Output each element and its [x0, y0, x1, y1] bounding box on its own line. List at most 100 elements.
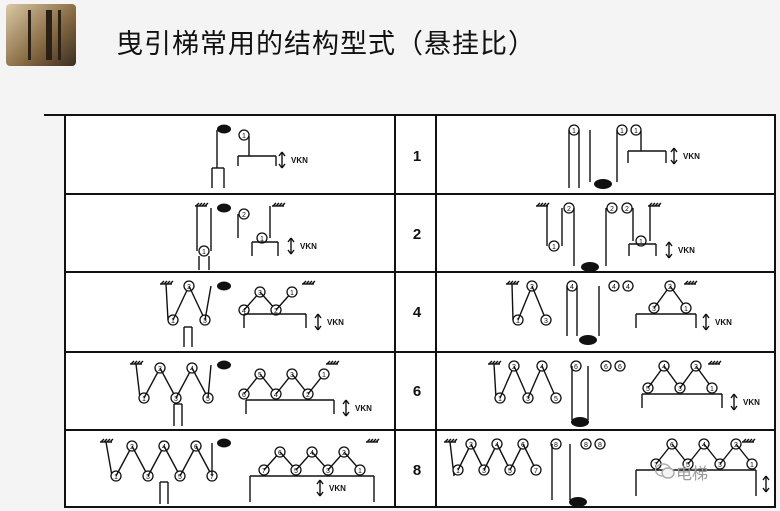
anchor-hatch — [711, 360, 716, 365]
sheave-number: 6 — [278, 450, 282, 457]
sheave-number: 3 — [203, 318, 207, 325]
anchor-hatch — [332, 360, 337, 365]
rope-line — [179, 445, 197, 477]
traction-sheave — [217, 438, 231, 448]
sheave-number: 1 — [202, 249, 206, 256]
anchor-hatch — [281, 202, 286, 207]
counterweight — [571, 417, 589, 427]
sheave-number: 5 — [554, 396, 558, 403]
anchor-hatch — [169, 280, 174, 285]
page-title: 曳引梯常用的结构型式（悬挂比） — [116, 29, 536, 60]
travel-arrow — [702, 313, 707, 319]
anchor-hatch — [372, 438, 377, 443]
sheave-number: 1 — [322, 372, 326, 379]
counterweight — [579, 335, 597, 345]
travel-arrow — [733, 393, 738, 399]
row-divider — [66, 429, 774, 431]
sheave-number: 2 — [242, 212, 246, 219]
sheave-number: 1 — [684, 306, 688, 313]
sheave-number: 1 — [260, 236, 264, 243]
anchor-hatch — [745, 438, 750, 443]
anchor-hatch — [335, 360, 340, 365]
sheave — [706, 382, 718, 394]
sheave-number: 1 — [498, 396, 502, 403]
rope-line — [195, 445, 213, 477]
sheave — [622, 280, 634, 292]
sheave — [548, 240, 560, 252]
anchor-hatch — [447, 438, 452, 443]
sheave-number: 2 — [274, 308, 278, 315]
sheave-number: 2 — [668, 284, 672, 291]
traction-sheave — [217, 124, 231, 134]
ratio-label-6: 6 — [412, 383, 422, 400]
travel-arrow — [765, 487, 770, 493]
rope-line — [163, 445, 181, 477]
travel-arrow — [317, 325, 322, 331]
travel-arrow — [345, 411, 350, 417]
sheave-number: 3 — [174, 396, 178, 403]
rope-line — [513, 365, 529, 399]
sheave-number: 5 — [178, 474, 182, 481]
sheave-number: 5 — [294, 468, 298, 475]
sheave-number: 4 — [242, 308, 246, 315]
rope-line — [204, 285, 212, 321]
travel-arrow — [702, 325, 707, 331]
rope-line — [191, 367, 209, 399]
anchor-hatch — [687, 280, 692, 285]
table-top-rule — [44, 114, 68, 116]
sheave-number: 8 — [598, 442, 602, 449]
elevator-logo — [6, 4, 76, 66]
sheave-number: 4 — [702, 442, 706, 449]
sheave — [540, 314, 552, 326]
sheave-number: 2 — [342, 450, 346, 457]
sheave-number: 1 — [290, 290, 294, 297]
sheave-number: 4 — [570, 284, 574, 291]
anchor-hatch — [497, 360, 502, 365]
row-divider — [66, 193, 774, 195]
sheave-number: 7 — [534, 468, 538, 475]
counterweight — [581, 262, 599, 272]
sheave-number: 3 — [482, 468, 486, 475]
sheave-number: 4 — [662, 364, 666, 371]
travel-arrow — [319, 491, 324, 497]
row-divider — [66, 351, 774, 353]
travel-arrow — [733, 405, 738, 411]
sheave — [680, 302, 692, 314]
anchor-hatch — [491, 360, 496, 365]
anchor-hatch — [515, 280, 520, 285]
anchor-hatch — [195, 202, 200, 207]
sheave-number: 5 — [206, 396, 210, 403]
travel-arrow — [316, 491, 321, 497]
travel-arrow — [314, 313, 319, 319]
anchor-hatch — [751, 438, 756, 443]
vkn-label: VKN — [291, 156, 308, 165]
travel-arrow — [730, 405, 735, 411]
travel-arrow — [670, 159, 675, 165]
sheave-number: 2 — [734, 442, 738, 449]
sheave-number: 3 — [526, 396, 530, 403]
travel-arrow — [287, 237, 292, 243]
sheave-number: 1 — [171, 318, 175, 325]
travel-arrow — [673, 159, 678, 165]
rope-line — [175, 367, 193, 399]
sheave-number: 1 — [242, 133, 246, 140]
sheave — [550, 438, 562, 450]
ratio-label-2: 2 — [412, 226, 422, 243]
anchor-hatch — [369, 438, 374, 443]
anchor-hatch — [160, 280, 165, 285]
rope-line — [159, 367, 177, 399]
travel-arrow — [342, 411, 347, 417]
sheave-number: 1 — [552, 244, 556, 251]
anchor-hatch — [512, 280, 517, 285]
anchor-hatch — [103, 438, 108, 443]
sheave-number: 1 — [142, 396, 146, 403]
ratio-label-1: 1 — [412, 148, 422, 165]
watermark-text: 电梯 — [676, 464, 709, 483]
sheave-number: 5 — [686, 462, 690, 469]
anchor-hatch — [488, 360, 493, 365]
wechat-icon — [655, 463, 675, 479]
sheave-number: 7 — [654, 462, 658, 469]
column-divider-right — [435, 116, 437, 506]
anchor-hatch — [509, 280, 514, 285]
sheave-number: 1 — [639, 239, 643, 246]
